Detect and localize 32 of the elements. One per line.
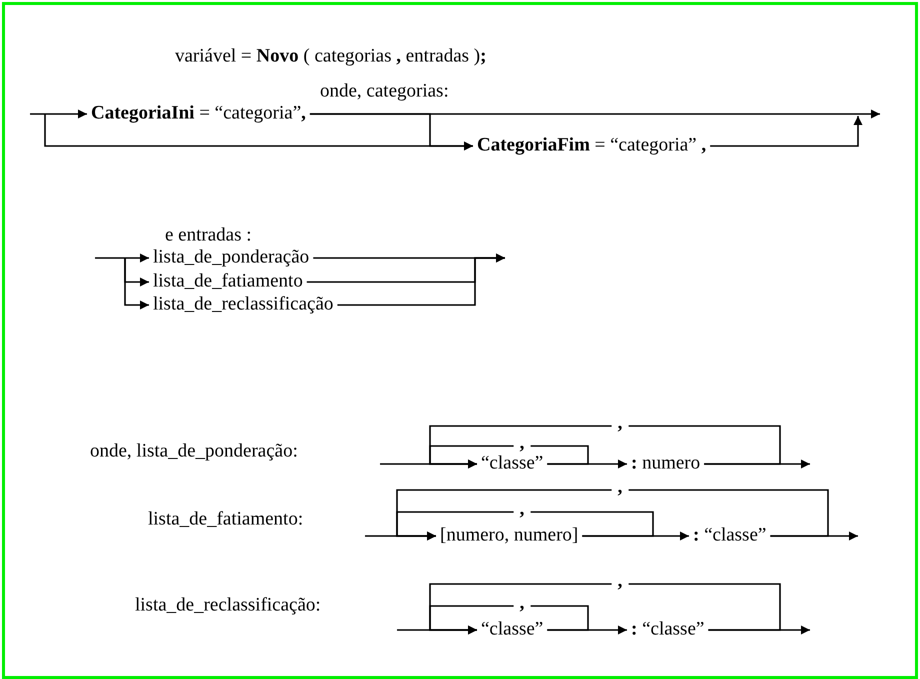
syntax-term: : “classe”	[628, 620, 708, 640]
loop-arrow	[429, 425, 781, 468]
arrow	[337, 254, 505, 306]
syntax-term: lista_de_reclassificação	[150, 294, 336, 316]
arrow	[582, 532, 689, 540]
loop-arrow	[396, 489, 829, 540]
syntax-term: CategoriaFim = “categoria” ,	[474, 136, 710, 156]
loop-arrow	[429, 583, 781, 634]
syntax-term: lista_de_fatiamento	[150, 272, 306, 292]
section-heading: e entradas :	[165, 226, 252, 246]
syntax-term: CategoriaIni = “categoria”,	[88, 104, 309, 124]
syntax-term: : “classe”	[690, 526, 770, 546]
rule-heading: lista_de_fatiamento:	[148, 510, 304, 530]
arrow	[30, 110, 87, 118]
arrow	[770, 532, 858, 540]
arrow	[547, 626, 627, 634]
arrow	[708, 626, 810, 634]
arrow	[124, 258, 149, 310]
arrow	[95, 254, 149, 262]
rule-heading: lista_de_reclassificação:	[135, 596, 321, 616]
syntax-term: lista_de_ponderação	[150, 248, 312, 268]
arrow	[710, 116, 862, 147]
syntax-term: “classe”	[478, 454, 546, 474]
syntax-term: [numero, numero]	[437, 526, 582, 546]
arrow	[547, 460, 627, 468]
section-heading: onde, categorias:	[320, 82, 449, 102]
statement-text: variável = Novo ( categorias , entradas );	[175, 46, 486, 68]
rule-heading: onde, lista_de_ponderação:	[90, 442, 298, 462]
syntax-term: “classe”	[478, 620, 546, 640]
arrow	[704, 460, 810, 468]
arrow	[310, 110, 880, 118]
syntax-term: : numero	[628, 454, 704, 474]
